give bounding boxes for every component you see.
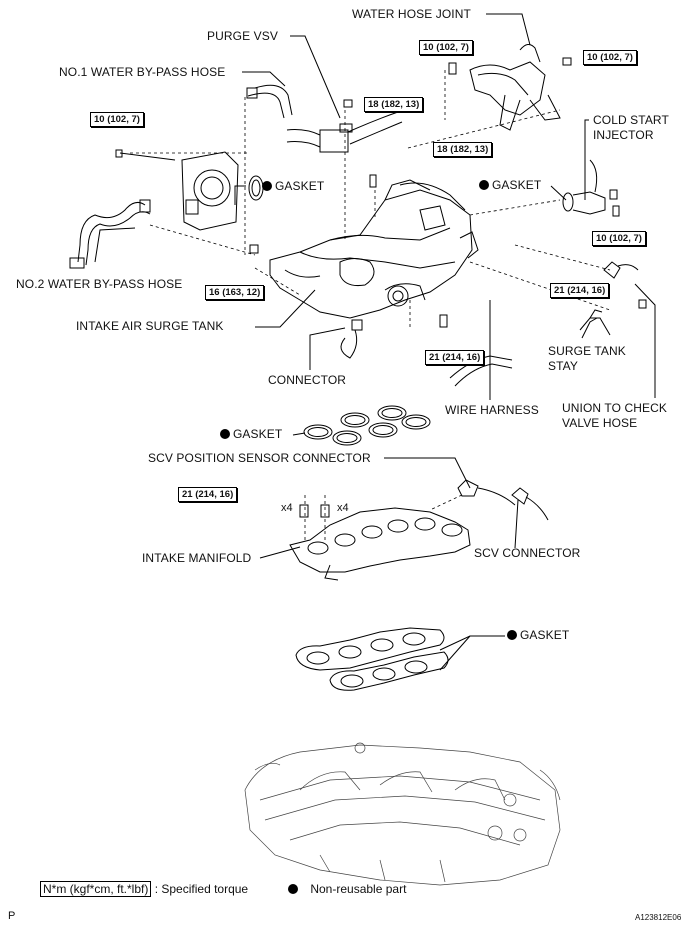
torque-box-21-union: 21 (214, 16): [550, 283, 610, 298]
label-wire-harness: WIRE HARNESS: [445, 403, 539, 417]
torque-box-18-purge-vsv: 18 (182, 13): [364, 97, 424, 112]
torque-box-21-wire-harness: 21 (214, 16): [425, 350, 485, 365]
label-connector: CONNECTOR: [268, 373, 347, 387]
legend-non-reusable-text: Non-reusable part: [310, 882, 407, 896]
page-mark: P: [8, 910, 16, 922]
label-purge-vsv: PURGE VSV: [207, 29, 278, 43]
non-reusable-dot-icon: [220, 429, 230, 439]
torque-box-10-water-joint-left: 10 (102, 7): [419, 40, 473, 55]
torque-box-18-surge-tank: 18 (182, 13): [433, 142, 493, 157]
label-intake-air-surge-tank: INTAKE AIR SURGE TANK: [76, 319, 224, 333]
figure-id: A123812E06: [635, 913, 682, 922]
label-scv-position-sensor-connector: SCV POSITION SENSOR CONNECTOR: [148, 451, 371, 465]
label-gasket-throttle: GASKET: [262, 180, 324, 193]
label-x4-right: x4: [337, 502, 349, 514]
torque-box-21-intake-manifold: 21 (214, 16): [178, 487, 238, 502]
non-reusable-dot-icon: [507, 630, 517, 640]
label-scv-connector: SCV CONNECTOR: [474, 546, 581, 560]
torque-box-10-water-joint-right: 10 (102, 7): [583, 50, 637, 65]
torque-box-10-cold-start-injector: 10 (102, 7): [592, 231, 646, 246]
label-water-hose-joint: WATER HOSE JOINT: [352, 7, 471, 21]
label-surge-tank-stay-1: SURGE TANK: [548, 344, 626, 358]
torque-box-10-throttle-body: 10 (102, 7): [90, 112, 144, 127]
label-no1-water-bypass-hose: NO.1 WATER BY-PASS HOSE: [59, 65, 226, 79]
label-surge-tank-stay-2: STAY: [548, 359, 578, 373]
legend-non-reusable: Non-reusable part: [288, 882, 406, 896]
label-cold-start-injector-2: INJECTOR: [593, 128, 654, 142]
gasket-text: GASKET: [492, 178, 542, 192]
label-x4-left: x4: [281, 502, 293, 514]
label-gasket-upper: GASKET: [220, 428, 282, 441]
non-reusable-dot-icon: [479, 180, 489, 190]
gasket-text: GASKET: [275, 179, 325, 193]
label-intake-manifold: INTAKE MANIFOLD: [142, 551, 252, 565]
gasket-text: GASKET: [233, 427, 283, 441]
label-no2-water-bypass-hose: NO.2 WATER BY-PASS HOSE: [16, 277, 183, 291]
legend-torque-unit-box: N*m (kgf*cm, ft.*lbf): [40, 881, 152, 897]
label-union-check-valve-2: VALVE HOSE: [562, 416, 638, 430]
label-gasket-lower: GASKET: [507, 629, 569, 642]
legend-specified-torque-text: : Specified torque: [154, 882, 249, 896]
legend-specified-torque: N*m (kgf*cm, ft.*lbf) : Specified torque: [40, 881, 249, 897]
non-reusable-dot-icon: [288, 884, 298, 894]
non-reusable-dot-icon: [262, 181, 272, 191]
torque-box-16-surge-tank: 16 (163, 12): [205, 285, 265, 300]
label-cold-start-injector-1: COLD START: [593, 113, 669, 127]
label-union-check-valve-1: UNION TO CHECK: [562, 401, 667, 415]
gasket-text: GASKET: [520, 628, 570, 642]
label-gasket-cold-start: GASKET: [479, 179, 541, 192]
